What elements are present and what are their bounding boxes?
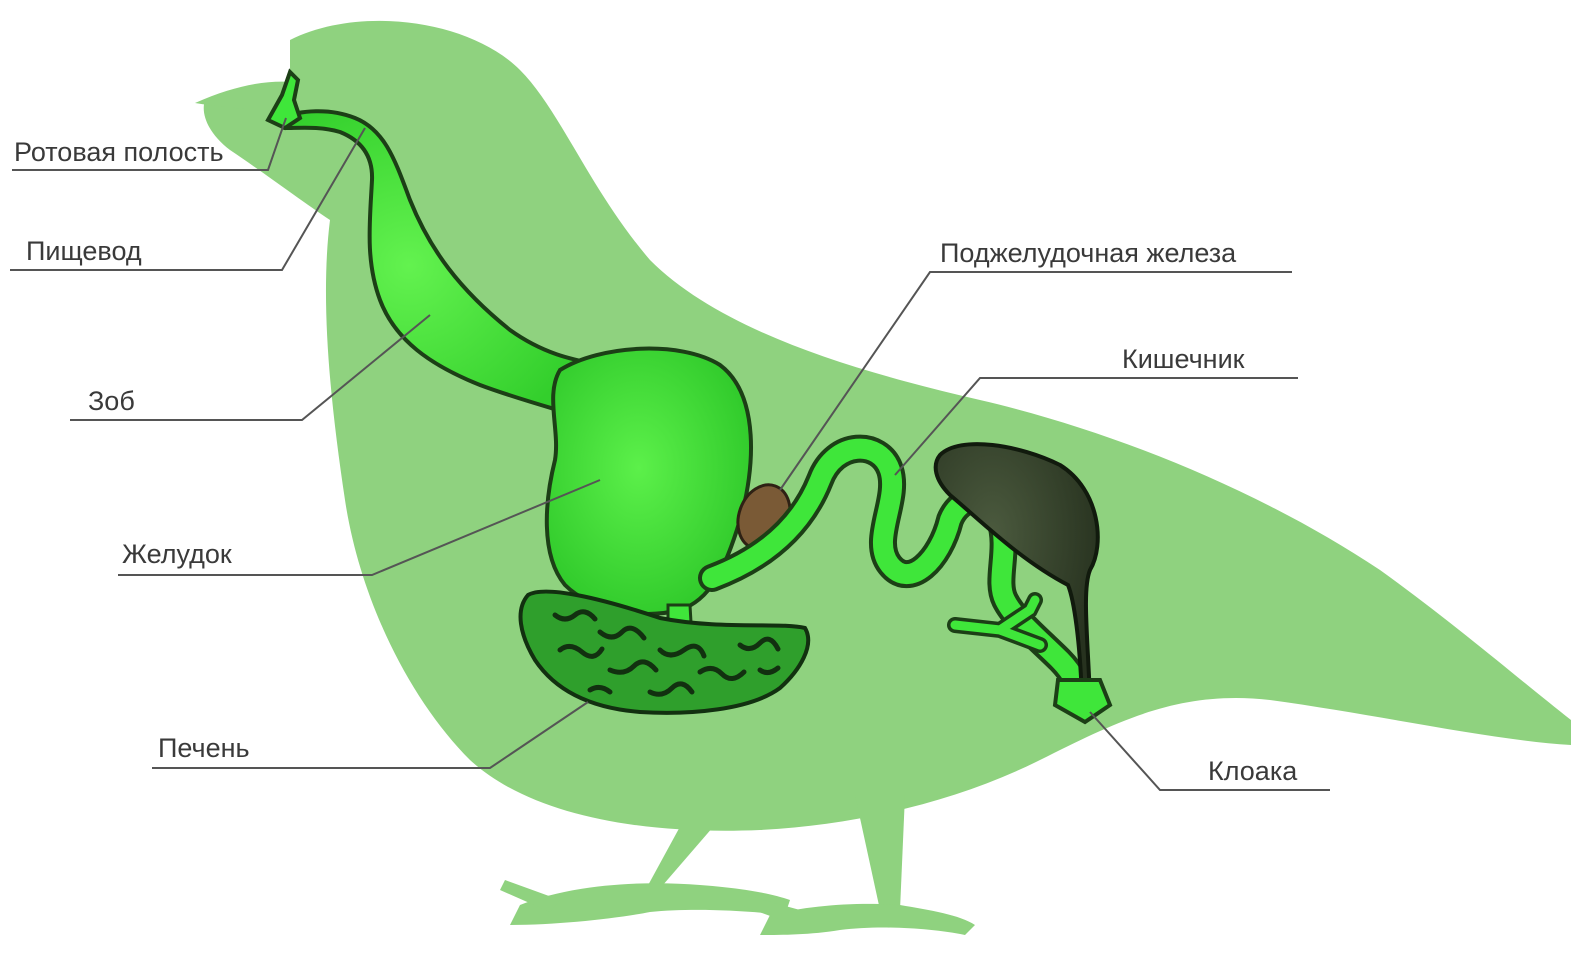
label-pancreas: Поджелудочная железа xyxy=(940,240,1236,267)
label-mouth: Ротовая полость xyxy=(14,139,224,166)
label-stomach: Желудок xyxy=(122,541,232,568)
label-liver: Печень xyxy=(158,735,250,762)
label-esophagus: Пищевод xyxy=(26,238,142,265)
label-cloaca: Клоака xyxy=(1208,758,1297,785)
label-crop: Зоб xyxy=(88,388,135,415)
label-intestine: Кишечник xyxy=(1122,346,1244,373)
